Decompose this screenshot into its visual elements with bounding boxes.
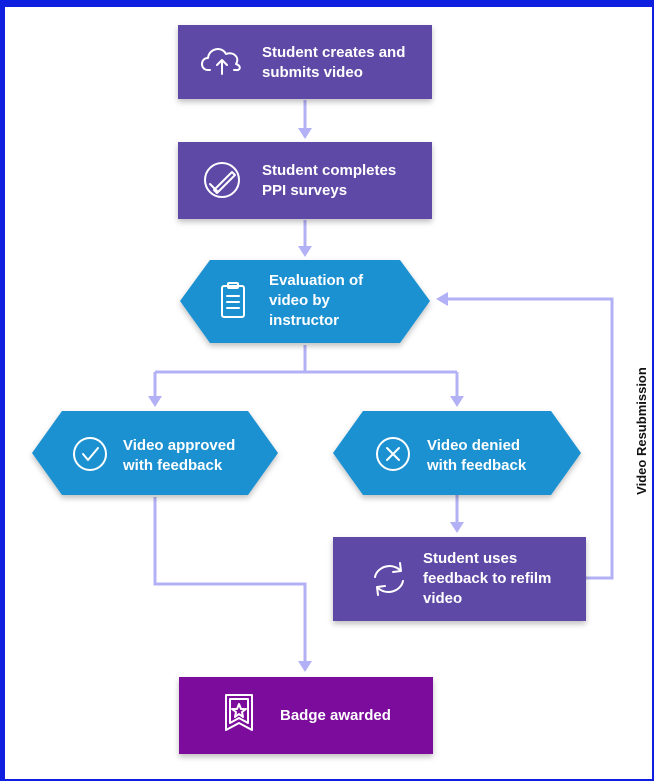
node-evaluation-label: Evaluation of video by instructor [269,272,367,329]
node-video-approved: Video approved with feedback [32,411,278,495]
node-evaluation-shape [180,260,430,343]
node-badge-label: Badge awarded [280,707,391,724]
node-refilm-line-1: Student uses [423,550,517,567]
node-submit-video: Student creates and submits video [178,25,432,99]
node-surveys-label: Student completes PPI surveys [262,162,400,199]
node-badge-box [179,677,433,754]
node-evaluation-line-1: Evaluation of [269,272,364,289]
node-denied-shape [333,411,581,495]
node-badge-awarded: Badge awarded [179,677,433,754]
pencil-circle-icon [204,162,240,198]
connectors [148,100,614,672]
node-evaluation-line-2: video by [269,292,331,309]
node-refilm-label: Student uses feedback to refilm video [423,550,556,607]
arrowhead-refilm [450,522,464,533]
node-submit-line-2: submits video [262,64,363,81]
node-denied-line-2: with feedback [426,457,527,474]
node-surveys-line-2: PPI surveys [262,182,347,199]
arrowhead-resubmission [436,292,448,306]
node-badge-line-1: Badge awarded [280,707,391,724]
node-denied-line-1: Video denied [427,437,520,454]
connector-resubmission-loop [446,297,614,580]
node-evaluation: Evaluation of video by instructor [180,260,430,343]
node-surveys-line-1: Student completes [262,162,396,179]
check-circle-icon [73,437,107,471]
node-refilm-line-3: video [423,590,462,607]
node-submit-box [178,25,432,99]
node-refilm-video: Student uses feedback to refilm video [333,537,586,621]
badge-star-icon [225,694,253,731]
x-circle-icon [376,437,410,471]
node-approved-label: Video approved with feedback [122,437,239,474]
node-video-denied: Video denied with feedback [333,411,581,495]
arrowhead-denied [450,396,464,407]
node-submit-line-1: Student creates and [262,44,405,61]
arrowhead-surveys [298,128,312,139]
node-surveys-box [178,142,432,219]
arrowhead-approved [148,396,162,407]
node-submit-label: Student creates and submits video [262,44,410,81]
arrowhead-badge [298,661,312,672]
node-denied-label: Video denied with feedback [426,437,527,474]
node-approved-line-1: Video approved [123,437,235,454]
node-refilm-box [333,537,586,621]
node-ppi-surveys: Student completes PPI surveys [178,142,432,219]
cloud-upload-icon [201,48,241,75]
node-refilm-line-2: feedback to refilm [423,570,551,587]
node-evaluation-line-3: instructor [269,312,339,329]
refresh-icon [374,562,404,596]
node-approved-line-2: with feedback [122,457,223,474]
video-resubmission-label: Video Resubmission [634,367,649,495]
arrowhead-evaluation [298,246,312,257]
clipboard-icon [221,282,245,318]
connector-approved-to-badge [153,497,307,663]
node-approved-shape [32,411,278,495]
connector-evaluation-split [153,345,459,398]
